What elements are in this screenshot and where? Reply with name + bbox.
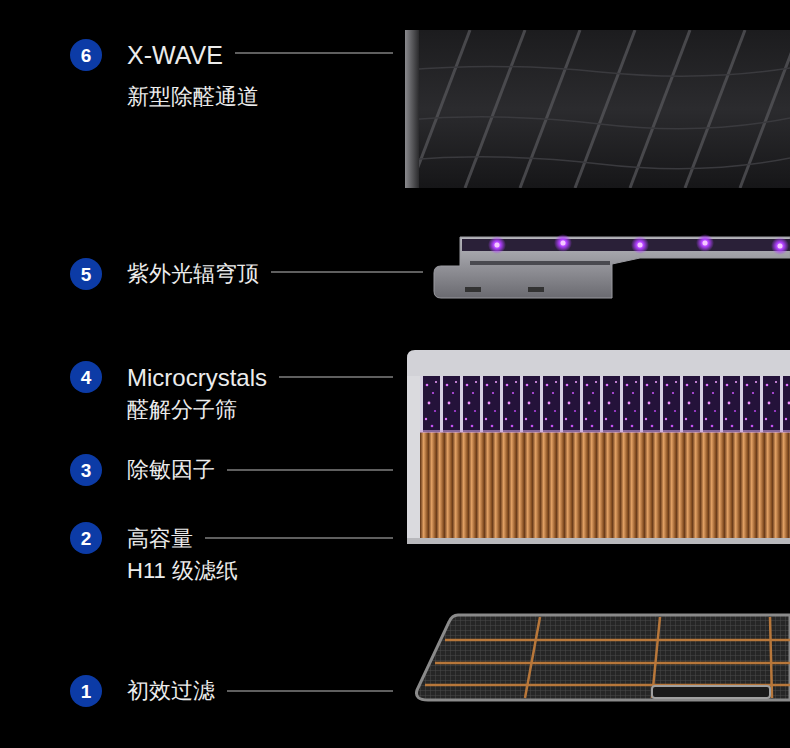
callout-text: 4 (81, 368, 92, 387)
part-label: Microcrystals (127, 364, 267, 393)
callout-text: 2 (81, 529, 92, 548)
callout-text: 5 (81, 265, 92, 284)
leader-line (205, 537, 393, 538)
part-label: X-WAVE (127, 40, 223, 70)
part-label: H11 级滤纸 (127, 558, 238, 584)
part-label: 新型除醛通道 (127, 84, 259, 110)
callout-text: 6 (81, 46, 92, 65)
callout-number: 2 (70, 522, 102, 554)
callout-number: 4 (70, 361, 102, 393)
callout-number: 1 (70, 675, 102, 707)
leader-line (235, 52, 393, 53)
callout-text: 3 (81, 461, 92, 480)
callout-number: 6 (70, 39, 102, 71)
part-label: 高容量 (127, 526, 193, 552)
part-label: 醛解分子筛 (127, 397, 237, 423)
part-label: 紫外光辐穹顶 (127, 261, 259, 287)
leader-line (271, 271, 423, 272)
leader-line (227, 469, 393, 470)
leader-line (279, 376, 393, 377)
leader-line (227, 690, 393, 691)
callout-text: 1 (81, 682, 92, 701)
callout-number: 3 (70, 454, 102, 486)
part-label: 初效过滤 (127, 678, 215, 704)
callout-number: 5 (70, 258, 102, 290)
part-label: 除敏因子 (127, 457, 215, 483)
